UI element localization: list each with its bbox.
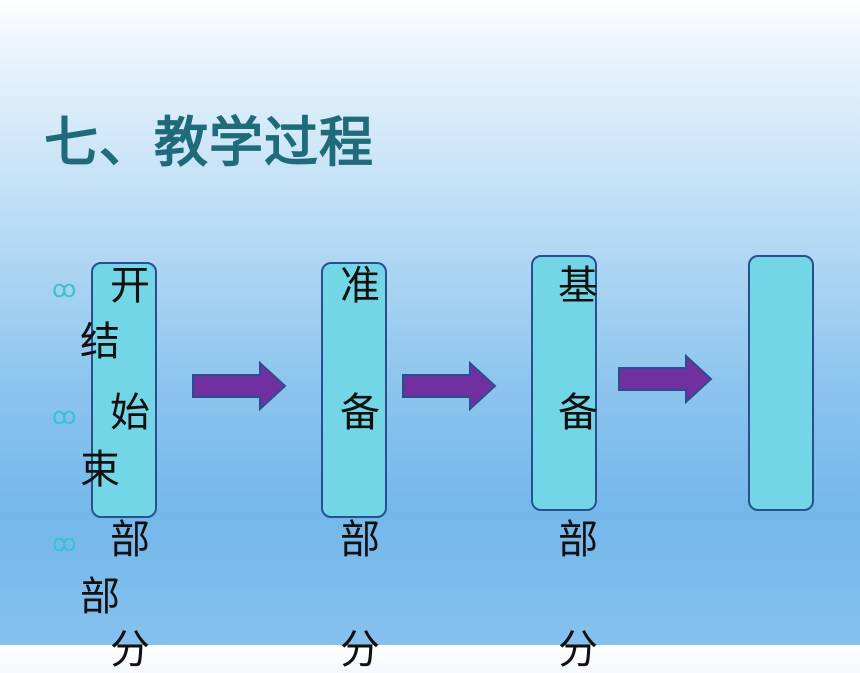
column-4-char-3: 部 xyxy=(80,574,120,620)
column-4-char-2: 束 xyxy=(80,447,120,493)
flow-box-2 xyxy=(321,262,387,518)
column-2-char-1: 准 xyxy=(340,263,380,309)
flow-arrow-icon-2 xyxy=(402,360,497,412)
column-3-char-1: 基 xyxy=(558,263,598,309)
flow-box-3 xyxy=(531,255,597,511)
flow-arrow-icon-1 xyxy=(192,360,287,412)
column-3-char-4: 分 xyxy=(558,627,598,673)
bullet-icon-3: ꝏ xyxy=(52,529,77,557)
column-3-char-2: 备 xyxy=(558,390,598,436)
flow-box-4 xyxy=(748,255,814,511)
column-3-char-3: 部 xyxy=(558,517,598,563)
flow-arrow-icon-3 xyxy=(618,353,713,405)
column-1-char-2: 始 xyxy=(110,390,150,436)
column-1-char-4: 分 xyxy=(110,627,150,673)
bullet-icon-2: ꝏ xyxy=(52,402,77,430)
column-2-char-3: 部 xyxy=(340,517,380,563)
column-2-char-4: 分 xyxy=(340,627,380,673)
flow-box-1 xyxy=(91,262,157,518)
bullet-icon-1: ꝏ xyxy=(52,275,77,303)
column-4-char-1: 结 xyxy=(80,319,120,365)
slide-title: 七、教学过程 xyxy=(44,111,374,174)
column-1-char-1: 开 xyxy=(110,263,150,309)
column-1-char-3: 部 xyxy=(110,517,150,563)
column-2-char-2: 备 xyxy=(340,390,380,436)
